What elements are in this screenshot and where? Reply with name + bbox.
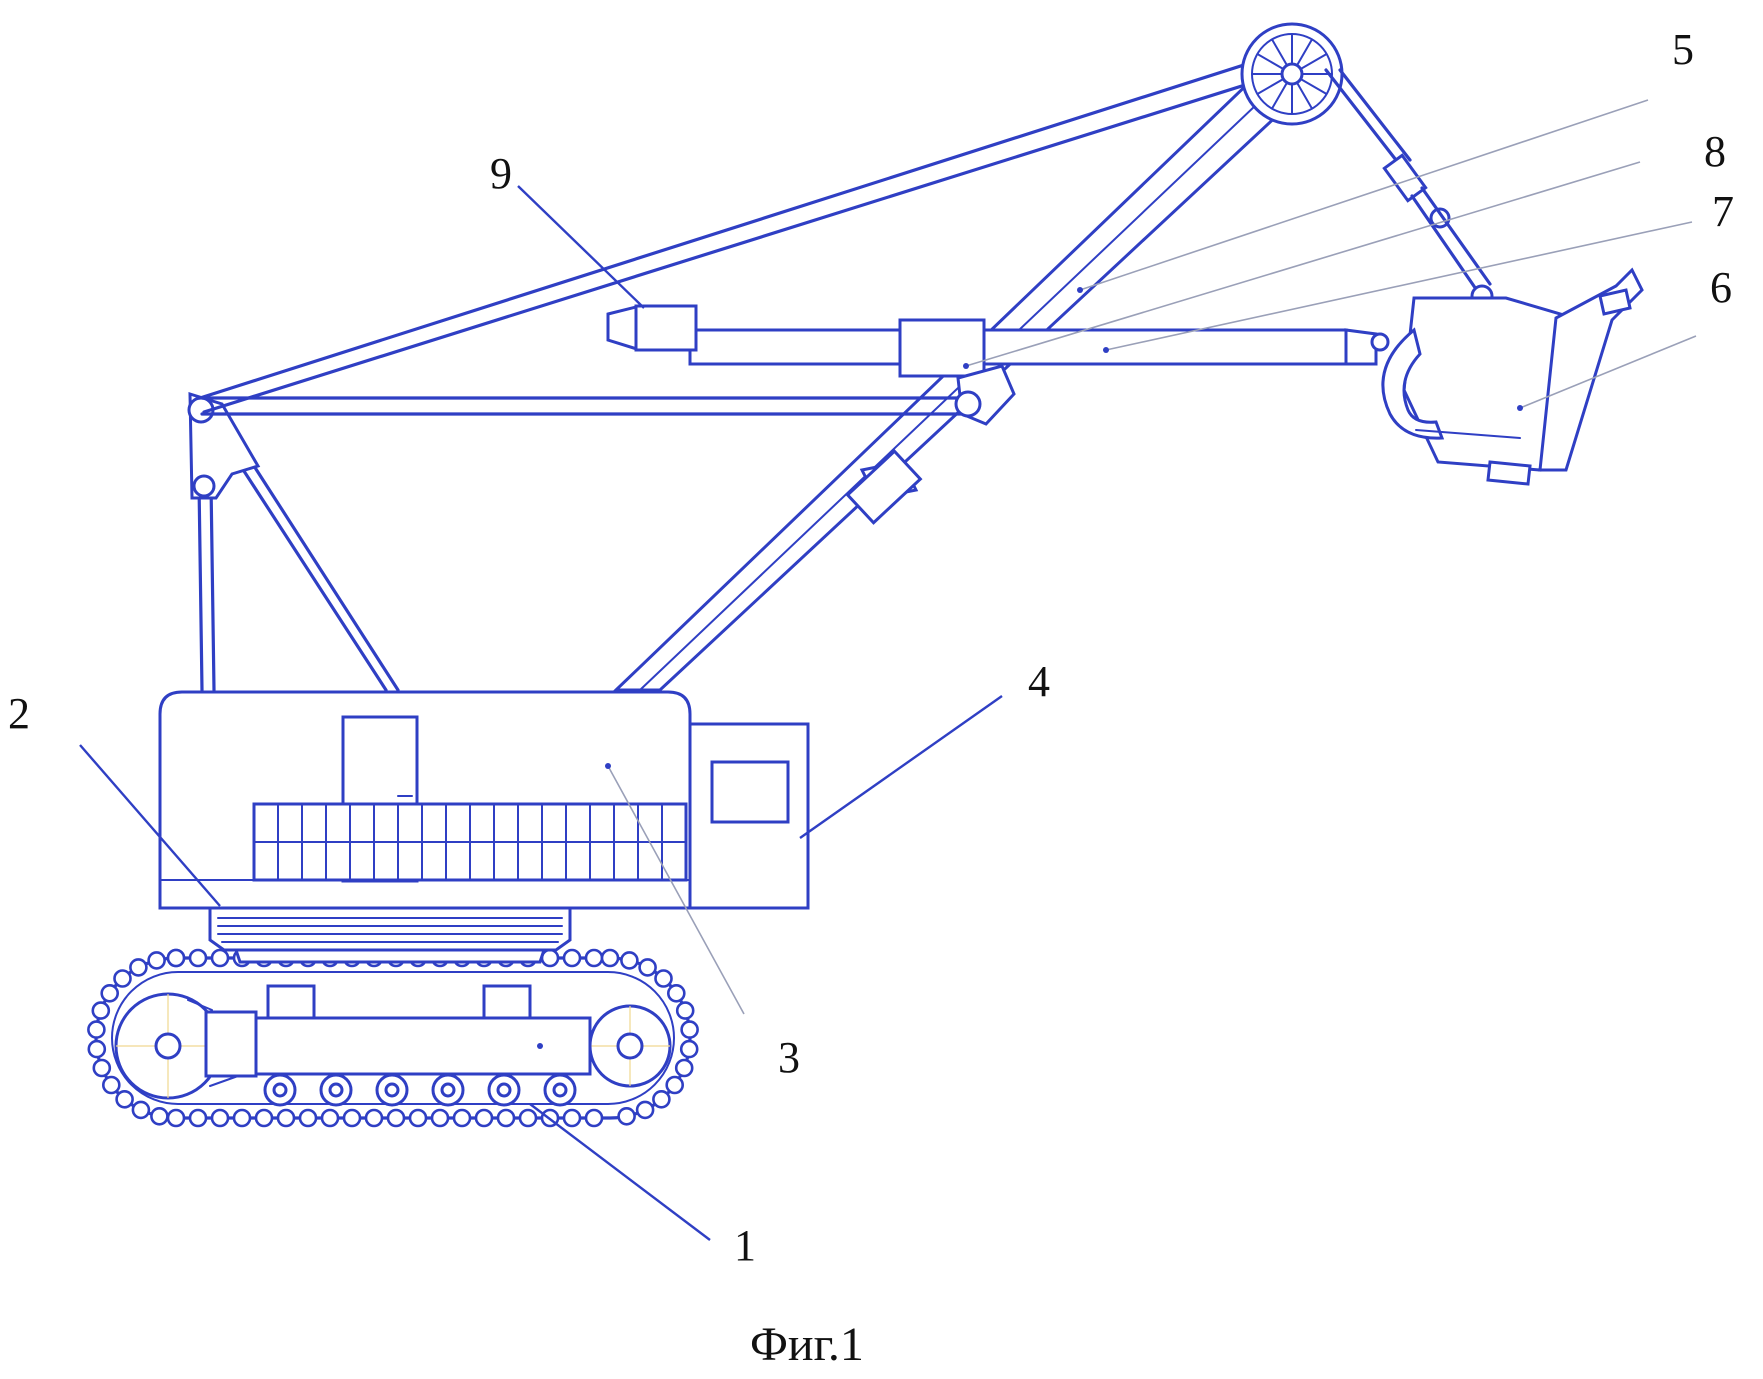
machine-house: [158, 690, 692, 910]
leader-2: [79, 744, 221, 907]
leader-7: [1105, 221, 1693, 351]
boom: [612, 72, 1299, 692]
boom-suspension: [198, 54, 1282, 416]
part-labels: 2 1 3 4 5 6 7 8 9: [8, 25, 1734, 1270]
head-sheave: [1240, 22, 1344, 126]
label-3: 3: [778, 1033, 800, 1082]
road-rollers: [263, 1073, 577, 1107]
label-5: 5: [1672, 25, 1694, 74]
operator-cab: [688, 722, 810, 910]
carrier-post-right: [482, 984, 532, 1020]
dipper-handle: [606, 304, 1378, 426]
house-grille: [252, 802, 688, 882]
crowd-cylinder-body: [634, 304, 698, 352]
leader-1: [529, 1103, 711, 1241]
label-7: 7: [1712, 187, 1734, 236]
leader-5: [1079, 99, 1649, 291]
drive-sprocket: [114, 992, 247, 1100]
label-6: 6: [1710, 263, 1732, 312]
label-1: 1: [734, 1221, 756, 1270]
shipper-shaft-saddle: [898, 318, 986, 378]
gantry: [187, 391, 400, 692]
idler-wheel: [588, 1004, 672, 1088]
label-4: 4: [1028, 657, 1050, 706]
label-8: 8: [1704, 127, 1726, 176]
label-2: 2: [8, 689, 30, 738]
slewing-ring: [208, 906, 572, 964]
dipper-bucket: [1370, 267, 1644, 486]
leader-8: [965, 161, 1641, 367]
track-frame: [248, 1016, 592, 1076]
hoist-cylinder: [845, 449, 923, 525]
leader-6: [1519, 335, 1697, 409]
figure-caption: Фиг.1: [750, 1318, 864, 1371]
carrier-post-left: [266, 984, 316, 1020]
cab-window: [710, 760, 790, 824]
hoist-rope: [1324, 68, 1494, 308]
track-frame-end: [204, 1010, 258, 1078]
leader-4: [799, 695, 1003, 839]
label-9: 9: [490, 149, 512, 198]
leader-lines: [79, 99, 1697, 1241]
crawler-track: [87, 948, 699, 1128]
leader-9: [517, 185, 645, 309]
leader-3: [607, 765, 745, 1015]
